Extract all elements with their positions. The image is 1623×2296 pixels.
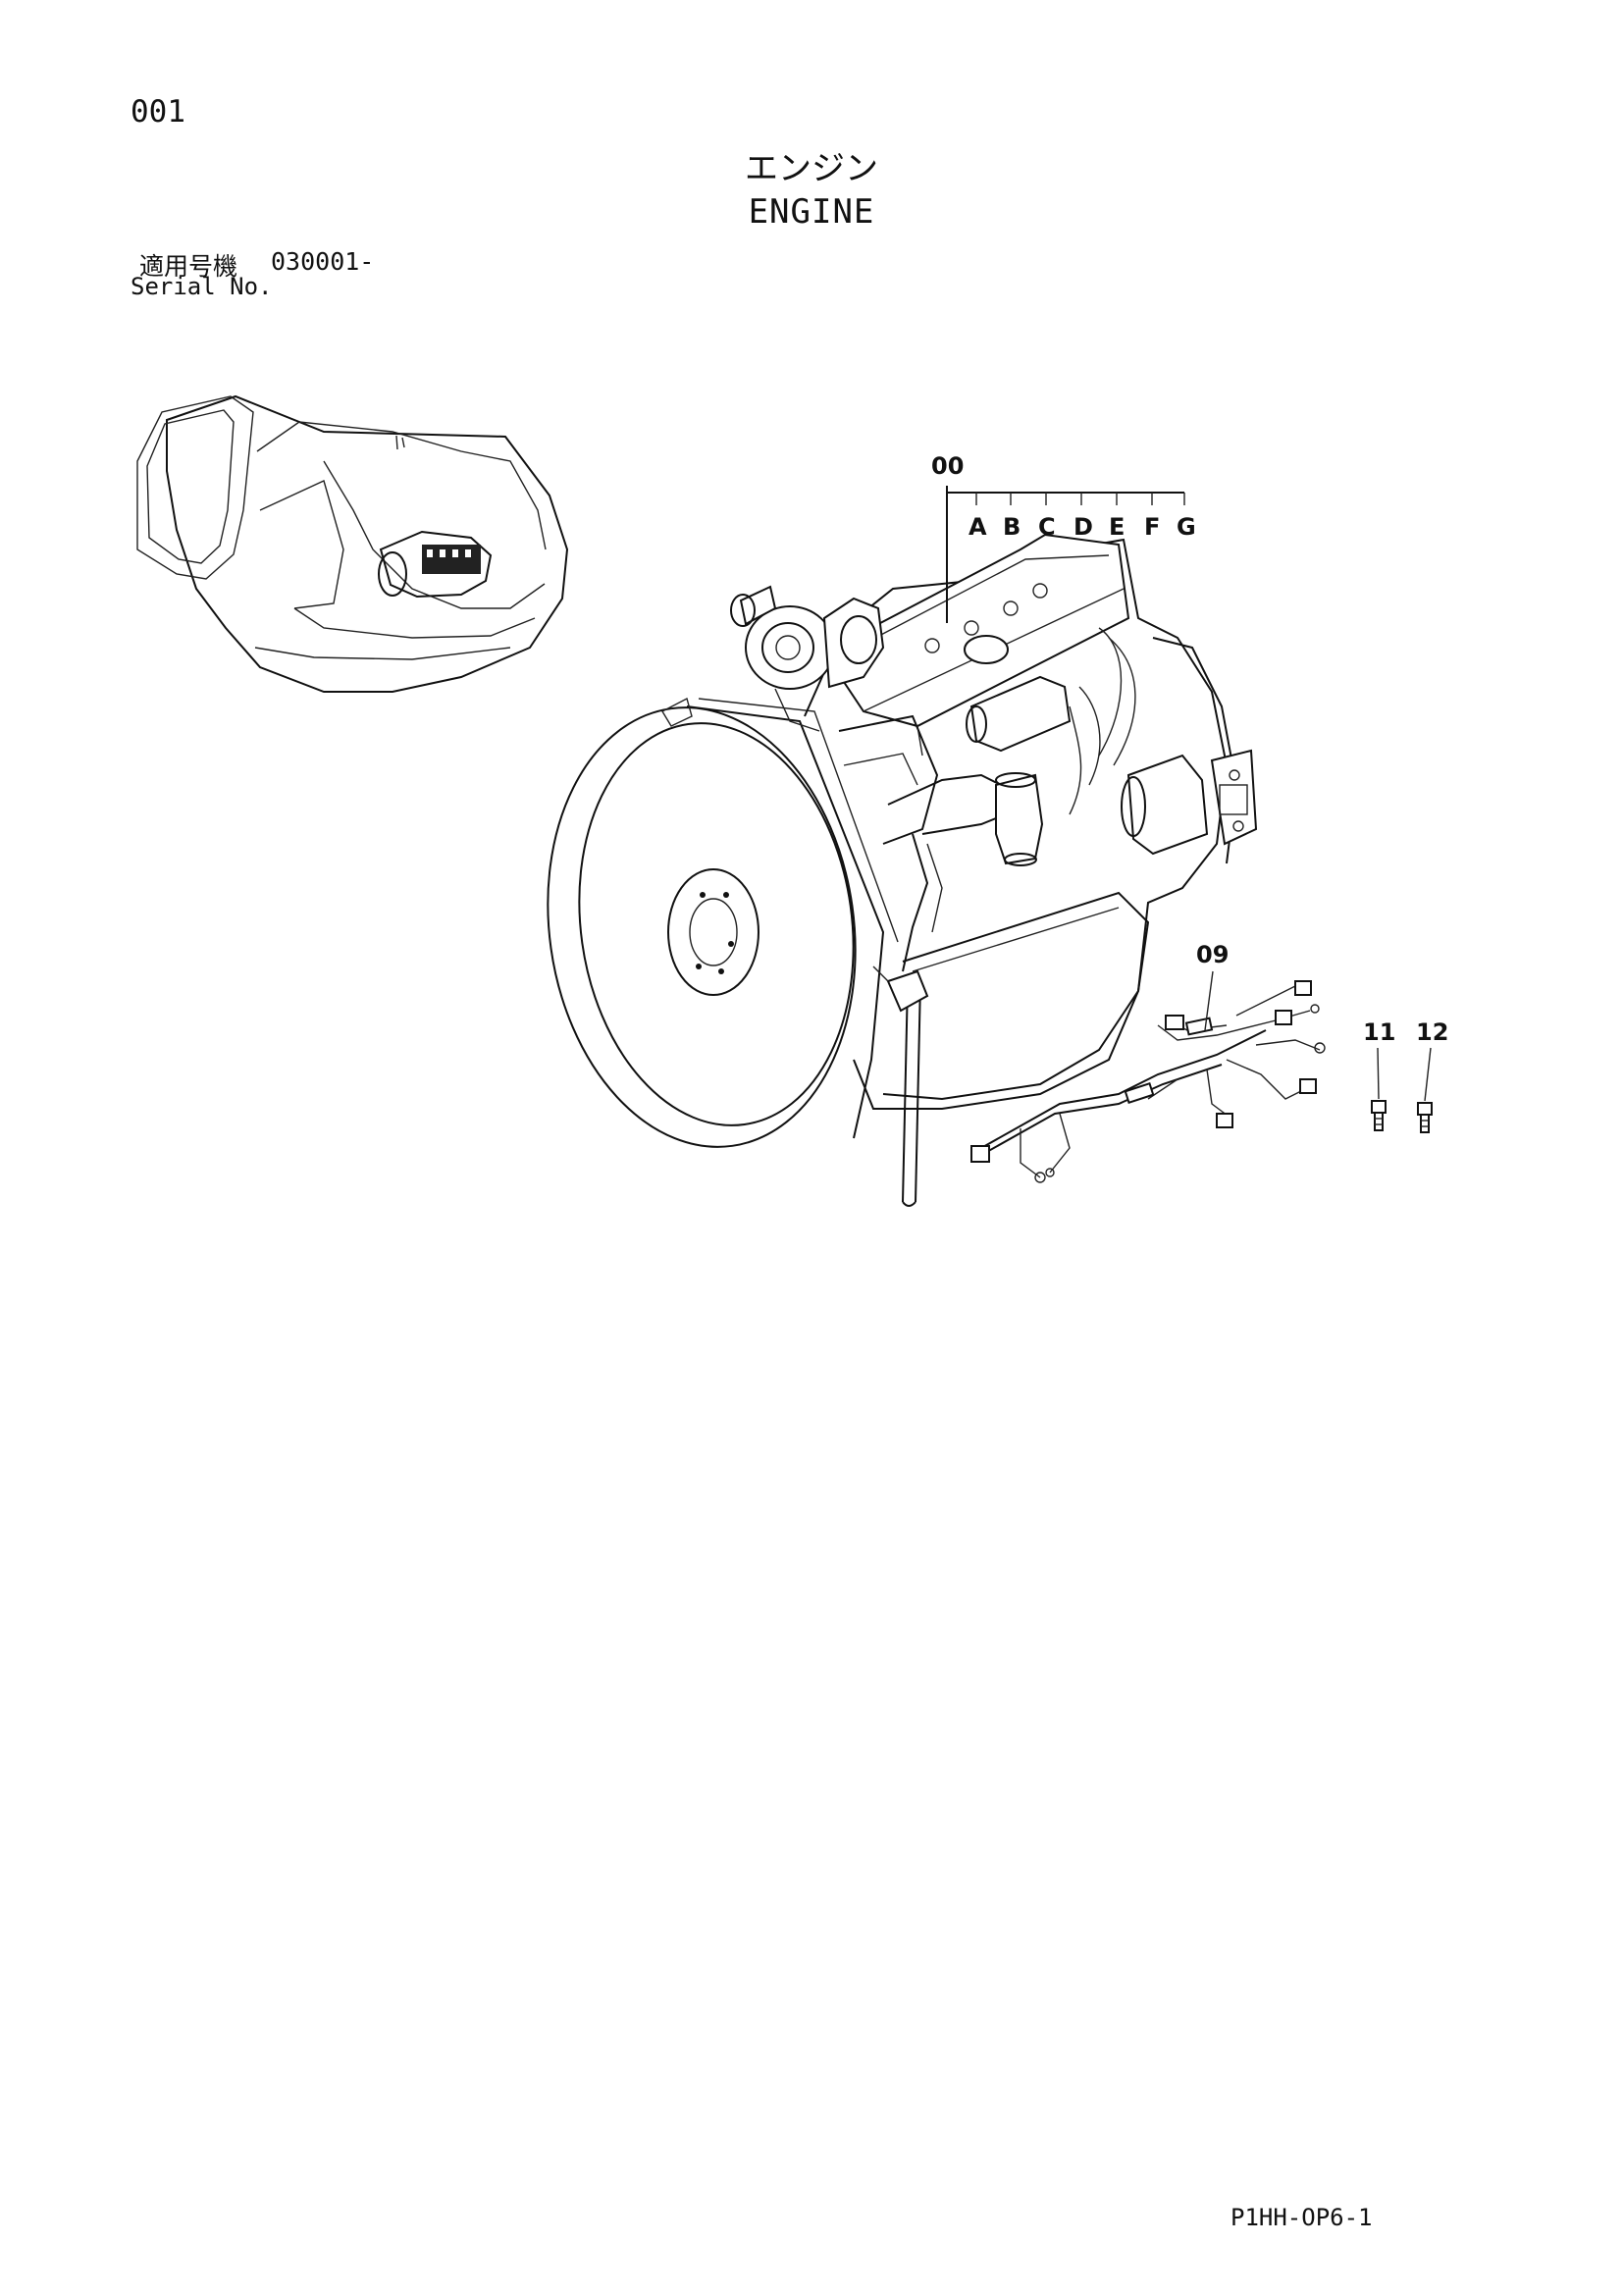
serial-label-japanese: 適用号機 bbox=[139, 252, 238, 281]
page-number: 001 bbox=[131, 94, 185, 130]
callout-09-label: 09 bbox=[1196, 941, 1229, 968]
figure-code: P1HH-OP6-1 bbox=[1230, 2204, 1373, 2231]
sub-item-e: E bbox=[1109, 513, 1125, 541]
callout-00-label: 00 bbox=[931, 452, 964, 480]
serial-label-english: Serial No. bbox=[131, 273, 273, 300]
sub-item-g: G bbox=[1177, 513, 1196, 541]
sub-item-b: B bbox=[1003, 513, 1021, 541]
callout-12-label: 12 bbox=[1416, 1018, 1448, 1046]
engine-bay-marker bbox=[378, 530, 493, 599]
serial-number-value: 030001- bbox=[271, 247, 375, 276]
callout-11-label: 11 bbox=[1363, 1018, 1395, 1046]
wiring-harness bbox=[970, 980, 1326, 1183]
title-japanese: エンジン bbox=[745, 149, 878, 188]
callout-09: 09 bbox=[1196, 941, 1229, 1031]
callout-11: 11 bbox=[1363, 1018, 1395, 1100]
callout-00: 00 A B C D E F G bbox=[931, 452, 1196, 623]
excavator-location-thumbnail bbox=[136, 394, 569, 693]
sub-item-c: C bbox=[1038, 513, 1056, 541]
fuel-filter bbox=[995, 772, 1044, 866]
bolt-12 bbox=[1417, 1102, 1433, 1133]
engine-assembly bbox=[547, 533, 1258, 1207]
turbocharger bbox=[730, 585, 885, 732]
sub-item-d: D bbox=[1073, 513, 1093, 541]
title-english: ENGINE bbox=[748, 192, 875, 232]
sub-item-f: F bbox=[1144, 513, 1160, 541]
sub-item-a: A bbox=[969, 513, 987, 541]
callout-12: 12 bbox=[1416, 1018, 1448, 1102]
bolt-11 bbox=[1371, 1100, 1387, 1131]
